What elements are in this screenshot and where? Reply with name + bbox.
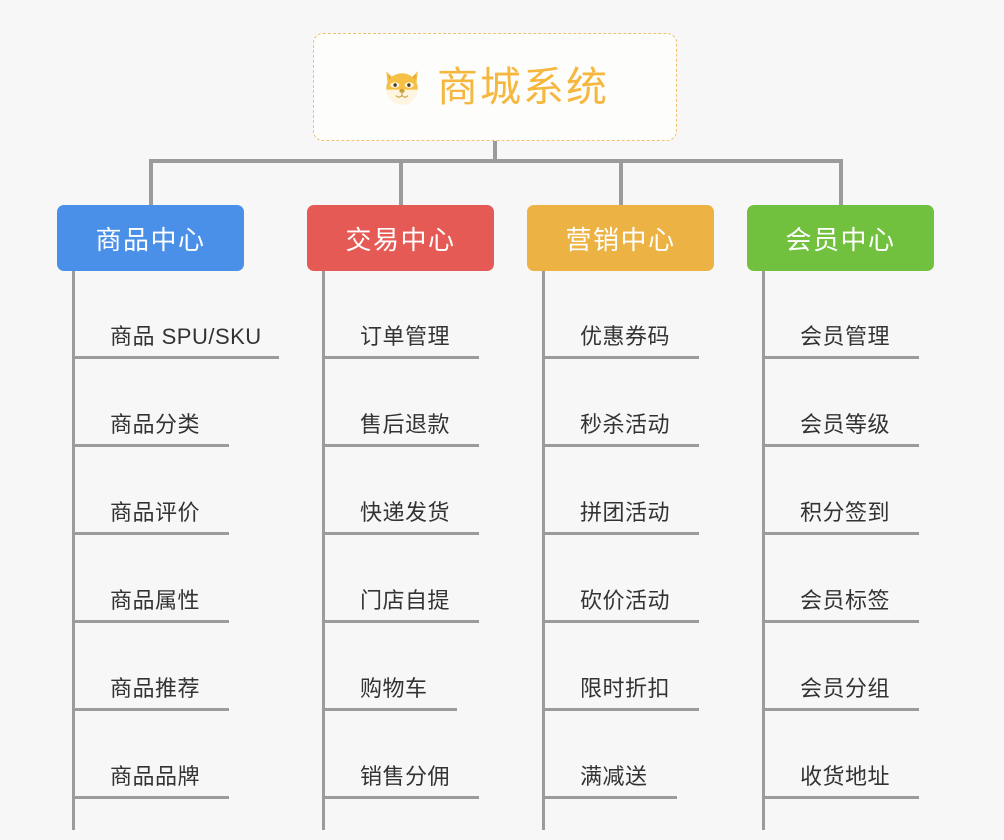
branch-drop-connector-2 <box>399 162 403 206</box>
leaf-item[interactable]: 商品推荐 <box>72 623 229 711</box>
leaf-item[interactable]: 门店自提 <box>322 535 479 623</box>
leaf-item[interactable]: 商品评价 <box>72 447 229 535</box>
branch-drop-connector-3 <box>619 162 623 206</box>
root-stem-connector <box>493 141 497 162</box>
leaf-item[interactable]: 会员等级 <box>762 359 919 447</box>
leaf-label: 商品分类 <box>110 412 201 437</box>
category-node-2-label: 交易中心 <box>345 224 456 255</box>
leaf-item[interactable]: 售后退款 <box>322 359 479 447</box>
category-node-3-label: 营销中心 <box>565 224 676 255</box>
category-node-2[interactable]: 交易中心 <box>307 205 494 271</box>
leaf-label: 砍价活动 <box>580 588 671 613</box>
leaf-label: 商品 SPU/SKU <box>110 324 262 349</box>
leaf-label: 售后退款 <box>360 412 451 437</box>
leaf-item[interactable]: 会员分组 <box>762 623 919 711</box>
leaf-label: 购物车 <box>360 676 428 701</box>
leaf-item[interactable]: 拼团活动 <box>542 447 699 535</box>
trunk-connector <box>149 159 843 163</box>
leaf-item[interactable]: 商品分类 <box>72 359 229 447</box>
leaf-spine-3 <box>542 271 545 830</box>
leaf-item[interactable]: 商品属性 <box>72 535 229 623</box>
leaf-label: 会员标签 <box>800 588 891 613</box>
leaf-label: 秒杀活动 <box>580 412 671 437</box>
branch-drop-connector-1 <box>149 162 153 206</box>
leaf-spine-1 <box>72 271 75 830</box>
category-node-1-label: 商品中心 <box>95 224 206 255</box>
leaf-item[interactable]: 销售分佣 <box>322 711 479 799</box>
leaf-item[interactable]: 会员标签 <box>762 535 919 623</box>
category-node-4[interactable]: 会员中心 <box>747 205 934 271</box>
leaf-label: 订单管理 <box>360 324 451 349</box>
leaf-label: 销售分佣 <box>360 764 451 789</box>
leaf-item[interactable]: 秒杀活动 <box>542 359 699 447</box>
leaf-spine-4 <box>762 271 765 830</box>
leaf-label: 会员管理 <box>800 324 891 349</box>
leaf-item[interactable]: 优惠券码 <box>542 271 699 359</box>
leaf-item[interactable]: 积分签到 <box>762 447 919 535</box>
leaf-item[interactable]: 满减送 <box>542 711 677 799</box>
category-node-3[interactable]: 营销中心 <box>527 205 714 271</box>
leaf-label: 快递发货 <box>360 500 451 525</box>
leaf-label: 满减送 <box>580 764 648 789</box>
leaf-label: 拼团活动 <box>580 500 671 525</box>
leaf-label: 会员分组 <box>800 676 891 701</box>
leaf-item[interactable]: 商品品牌 <box>72 711 229 799</box>
leaf-label: 门店自提 <box>360 588 451 613</box>
leaf-item[interactable]: 限时折扣 <box>542 623 699 711</box>
leaf-label: 商品品牌 <box>110 764 201 789</box>
leaf-label: 积分签到 <box>800 500 891 525</box>
leaf-label: 限时折扣 <box>580 676 671 701</box>
leaf-label: 商品属性 <box>110 588 201 613</box>
category-node-1[interactable]: 商品中心 <box>57 205 244 271</box>
leaf-label: 优惠券码 <box>580 324 671 349</box>
leaf-item[interactable]: 快递发货 <box>322 447 479 535</box>
leaf-label: 会员等级 <box>800 412 891 437</box>
branch-drop-connector-4 <box>839 162 843 206</box>
leaf-label: 商品评价 <box>110 500 201 525</box>
leaf-label: 商品推荐 <box>110 676 201 701</box>
root-node[interactable]: 商城系统 <box>313 33 677 141</box>
root-title: 商城系统 <box>437 63 609 110</box>
leaf-item[interactable]: 会员管理 <box>762 271 919 359</box>
leaf-spine-2 <box>322 271 325 830</box>
leaf-item[interactable]: 收货地址 <box>762 711 919 799</box>
category-node-4-label: 会员中心 <box>785 224 896 255</box>
leaf-item[interactable]: 商品 SPU/SKU <box>72 271 279 359</box>
leaf-item[interactable]: 砍价活动 <box>542 535 699 623</box>
leaf-label: 收货地址 <box>800 764 891 789</box>
leaf-item[interactable]: 订单管理 <box>322 271 479 359</box>
shiba-inu-dog-icon <box>381 66 423 108</box>
leaf-item[interactable]: 购物车 <box>322 623 457 711</box>
